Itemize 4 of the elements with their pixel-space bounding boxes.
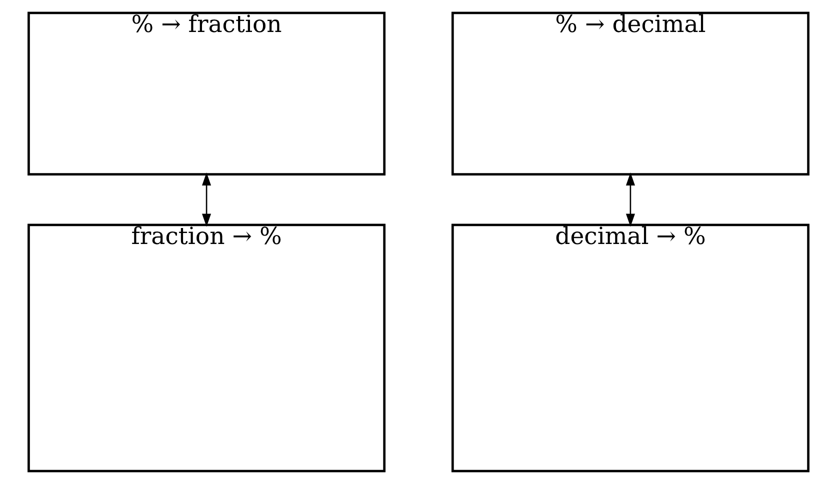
node-box: fraction → % bbox=[28, 224, 386, 472]
node-box: % → fraction bbox=[28, 12, 386, 176]
node-box: % → decimal bbox=[451, 12, 810, 176]
node-box: decimal → % bbox=[451, 224, 810, 472]
